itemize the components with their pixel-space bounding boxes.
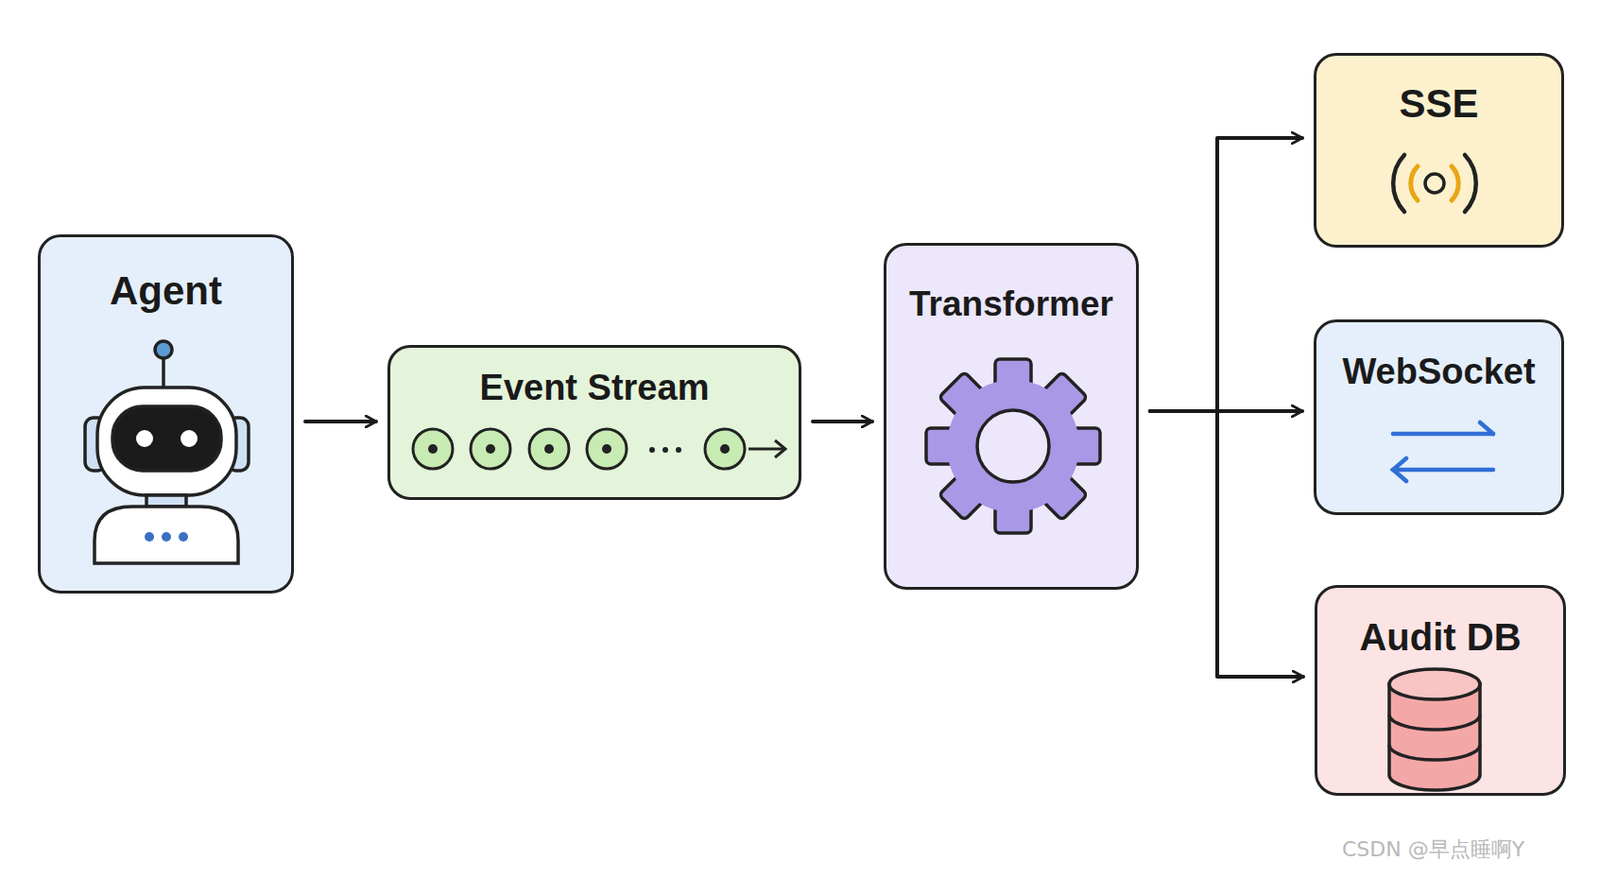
event-token-dot xyxy=(428,444,438,454)
gear-tooth xyxy=(1037,470,1087,520)
node-label: Event Stream xyxy=(390,366,799,411)
database-top xyxy=(1389,669,1480,700)
node-label: Transformer xyxy=(886,283,1136,326)
gear-tooth xyxy=(995,498,1032,534)
storage-box: Audit DB xyxy=(1314,584,1566,796)
duplex-icon xyxy=(1393,422,1494,482)
robot-antenna-ball xyxy=(154,341,173,359)
database-body xyxy=(1389,684,1480,791)
output-box: WebSocket xyxy=(1313,319,1565,516)
robot-dot xyxy=(178,532,189,542)
robot-eye xyxy=(180,430,198,448)
broadcast-wave xyxy=(1393,154,1405,212)
watermark: CSDN @早点睡啊Y xyxy=(1341,835,1525,864)
event-tokens xyxy=(412,429,786,469)
broadcast-icon xyxy=(1393,154,1477,212)
gear-tooth xyxy=(926,428,961,465)
robot-neck xyxy=(146,495,187,507)
database-band xyxy=(1389,714,1480,730)
robot-dot xyxy=(144,532,155,542)
flow-arrow xyxy=(812,419,873,424)
output-box: SSE xyxy=(1313,52,1565,248)
stream-arrow xyxy=(748,447,785,451)
event-token xyxy=(470,429,511,469)
ellipsis-dot xyxy=(649,447,655,453)
robot-body xyxy=(94,506,239,564)
gear-icon xyxy=(926,359,1101,534)
ellipsis-dot xyxy=(662,447,669,453)
event-token-dot xyxy=(602,444,612,454)
gear-tooth xyxy=(939,470,989,520)
robot-head xyxy=(97,387,237,496)
event-token xyxy=(412,429,453,469)
broadcast-wave xyxy=(1410,166,1418,201)
gear-hole xyxy=(977,410,1050,482)
gear-tooth xyxy=(939,372,989,422)
robot-eye xyxy=(136,430,154,448)
flow-arrow xyxy=(305,419,377,424)
node-label: Agent xyxy=(40,267,292,315)
broadcast-wave xyxy=(1451,166,1459,201)
ellipsis-dot xyxy=(675,447,682,453)
broadcast-wave xyxy=(1464,154,1477,212)
node-label: WebSocket xyxy=(1316,350,1562,395)
process-box: Transformer xyxy=(883,242,1139,590)
duplex-arrow xyxy=(1393,431,1494,437)
broadcast-center xyxy=(1425,173,1445,193)
event-token xyxy=(529,429,569,469)
database-icon xyxy=(1389,669,1480,791)
duplex-arrow xyxy=(1393,467,1494,473)
database-band xyxy=(1389,744,1480,760)
robot-antenna xyxy=(161,357,166,388)
duplex-arrow-head xyxy=(1393,458,1407,482)
event-token-dot xyxy=(720,444,730,454)
robot-ear xyxy=(85,417,106,471)
event-token-dot xyxy=(544,444,554,454)
node-label: SSE xyxy=(1316,80,1562,128)
flow-arrow xyxy=(1150,137,1303,412)
agent-box: Agent xyxy=(37,234,294,594)
duplex-arrow-head xyxy=(1479,422,1494,434)
flow-arrow xyxy=(1150,411,1304,677)
gear-tooth xyxy=(1037,372,1087,422)
stream-box: Event Stream xyxy=(387,344,802,500)
event-token xyxy=(586,429,627,469)
event-token-dot xyxy=(485,444,496,454)
robot-icon xyxy=(85,341,249,564)
robot-ear xyxy=(227,417,249,471)
robot-visor xyxy=(112,406,222,471)
gear-tooth xyxy=(1066,428,1101,465)
flow-arrow xyxy=(1150,409,1303,413)
gear-body xyxy=(946,379,1080,513)
node-label: Audit DB xyxy=(1317,614,1564,660)
gear-tooth xyxy=(995,359,1032,394)
robot-dot xyxy=(161,532,172,542)
stream-arrow-head xyxy=(774,440,786,458)
event-token xyxy=(705,429,745,469)
